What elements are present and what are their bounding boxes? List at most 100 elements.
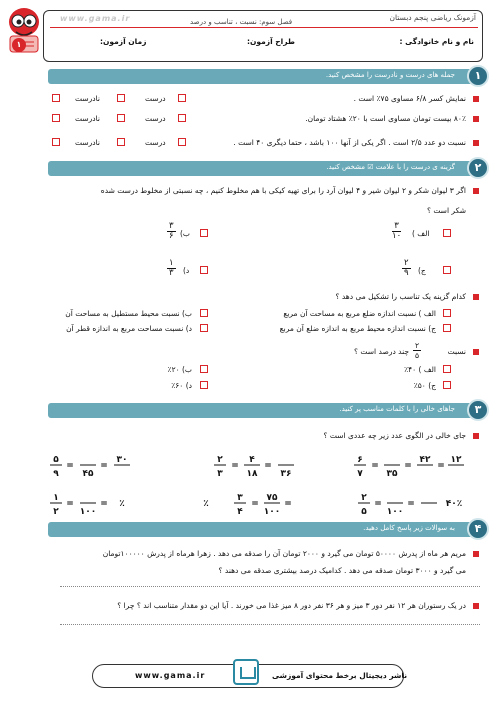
s4-q2-text: در یک رستوران هر ۱۲ نفر دور ۳ میز و هر ۳… (117, 601, 466, 610)
svg-text:۷: ۷ (357, 469, 363, 479)
svg-text:=: = (371, 461, 379, 471)
svg-text:۱۰۰: ۱۰۰ (80, 507, 96, 517)
svg-text:۶: ۶ (357, 455, 363, 465)
s2-q1-a-checkbox[interactable] (443, 229, 451, 237)
svg-text:=: = (66, 461, 74, 471)
bullet-icon (473, 116, 479, 122)
s1-q1-true-checkbox[interactable] (178, 94, 186, 102)
s2-q2-c-checkbox[interactable] (443, 324, 451, 332)
s1-q1-false-checkbox[interactable] (117, 94, 125, 102)
section-4-badge: ۴ (467, 518, 489, 540)
s1-q2-text: ۸۰٪ بیست تومان مساوی است با ۲۰٪ هشتاد تو… (305, 114, 466, 123)
section-4-title: به سوالات زیر پاسخ کامل دهید. (363, 524, 455, 532)
s2-q3-c-checkbox[interactable] (443, 381, 451, 389)
svg-text:=: = (264, 461, 272, 471)
svg-text:٪: ٪ (203, 499, 209, 509)
s2-q2-d-text: د) نسبت مساحت مربع به اندازه قطر آن (66, 324, 192, 333)
section-1-bar: جمله های درست و نادرست را مشخص کنید. ۱ (48, 65, 489, 87)
s1-q3-true-checkbox[interactable] (178, 138, 186, 146)
s2-q2-b-checkbox[interactable] (200, 309, 208, 317)
bullet-icon (473, 433, 479, 439)
svg-text:۹: ۹ (53, 469, 59, 479)
s2-q1-c-checkbox[interactable] (443, 266, 451, 274)
s2-q1-a-label: الف ) (412, 229, 430, 238)
svg-text:۲: ۲ (53, 507, 59, 517)
s2-q1-b-checkbox[interactable] (200, 229, 208, 237)
s1-q3-true-label: درست (145, 138, 166, 147)
svg-text:۴۲: ۴۲ (420, 455, 431, 465)
section-3-title: جاهای خالی را با کلمات مناسب پر کنید. (339, 405, 455, 413)
svg-text:=: = (100, 461, 108, 471)
section-4-number: ۴ (474, 522, 482, 535)
footer-site: www.gama.ir (135, 671, 206, 680)
s1-q2-true-checkbox[interactable] (178, 114, 186, 122)
svg-text:=: = (251, 499, 259, 509)
frac-den: ۹ (404, 268, 409, 278)
bullet-icon (473, 96, 479, 102)
s2-q1-d-checkbox[interactable] (200, 266, 208, 274)
frac-num: ۲ (402, 258, 411, 269)
s1-q3-false-checkbox-2[interactable] (52, 138, 60, 146)
s2-q3-d-checkbox[interactable] (200, 381, 208, 389)
svg-text:=: = (437, 461, 445, 471)
section-2-title: گزینه ی درست را با علامت ☑ مشخص کنید. (326, 163, 455, 171)
gama-logo-icon (233, 659, 259, 685)
s4-q1-line2: می گیرد و ۳۰۰۰ تومان صدقه می دهد . کدامی… (218, 566, 466, 575)
s1-q1-true-label: درست (145, 94, 166, 103)
svg-text:٪: ٪ (119, 499, 125, 509)
s1-q3-false-checkbox[interactable] (117, 138, 125, 146)
s1-q1-false-checkbox-2[interactable] (52, 94, 60, 102)
svg-text:۷۵: ۷۵ (267, 493, 278, 503)
svg-text:=: = (284, 499, 292, 509)
s4-q1-line1: مریم هر ماه از پدرش ۵۰۰۰۰ تومان می گیرد … (102, 549, 466, 558)
s1-q2-false-checkbox-2[interactable] (52, 114, 60, 122)
header-subtitle: فصل سوم: نسبت ، تناسب و درصد (190, 18, 293, 26)
svg-text:۳: ۳ (237, 493, 243, 503)
bullet-icon (473, 140, 479, 146)
header-box (43, 10, 483, 62)
s2-q2-text: کدام گزینه یک تناسب را تشکیل می دهد ؟ (335, 292, 466, 301)
s2-q3-d-text: د) ۶۰٪ (171, 381, 192, 390)
s2-q2-d-checkbox[interactable] (200, 324, 208, 332)
svg-text:۳۰: ۳۰ (117, 455, 128, 465)
frac-den: ۳ (169, 268, 174, 278)
svg-text:۴۵: ۴۵ (83, 469, 94, 479)
s2-q3-b-checkbox[interactable] (200, 365, 208, 373)
s1-q2-true-label: درست (145, 114, 166, 123)
svg-text:=: = (407, 499, 415, 509)
bullet-icon (473, 349, 479, 355)
s2-q3-a-text: الف ) ۴۰٪ (404, 365, 436, 374)
s2-q3-a-checkbox[interactable] (443, 365, 451, 373)
section-3-bar: جاهای خالی را با کلمات مناسب پر کنید. ۳ (48, 399, 489, 421)
bullet-icon (473, 551, 479, 557)
header-site-watermark: www.gama.ir (60, 14, 131, 23)
svg-text:۴۰٪: ۴۰٪ (446, 499, 462, 509)
section-2-number: ۲ (474, 161, 482, 174)
answer-line (60, 624, 480, 625)
s2-q2-a-checkbox[interactable] (443, 309, 451, 317)
s1-q2-false-label: نادرست (75, 114, 100, 123)
s2-q1-b-label: ب) (180, 229, 190, 238)
svg-text:=: = (404, 461, 412, 471)
bullet-icon (473, 188, 479, 194)
header-title: آزمونک ریاضی پنجم دبستان (389, 13, 476, 22)
name-label: نام و نام خانوادگی : (399, 37, 474, 46)
svg-text:۱: ۱ (53, 493, 59, 503)
designer-label: طراح آزمون: (247, 37, 295, 46)
section-3-number: ۳ (474, 403, 482, 416)
section-4-bar: به سوالات زیر پاسخ کامل دهید. ۴ (48, 518, 489, 540)
s2-q2-b-text: ب) نسبت محیط مستطیل به مساحت آن (65, 309, 192, 318)
s1-q2-false-checkbox[interactable] (117, 114, 125, 122)
svg-text:=: = (66, 499, 74, 509)
s3-question: جای خالی در الگوی عدد زیر چه عددی است ؟ (323, 431, 466, 440)
frac-den: ۵ (415, 351, 420, 360)
section-1-title: جمله های درست و نادرست را مشخص کنید. (325, 71, 455, 79)
s1-q1-text: نمایش کسر ۶/۸ مساوی ۷۵٪ است . (353, 94, 466, 103)
section-2-bar: گزینه ی درست را با علامت ☑ مشخص کنید. ۲ (48, 157, 489, 179)
section-1-badge: ۱ (467, 65, 489, 87)
bullet-icon (473, 294, 479, 300)
page-number: ۱ (16, 40, 22, 49)
